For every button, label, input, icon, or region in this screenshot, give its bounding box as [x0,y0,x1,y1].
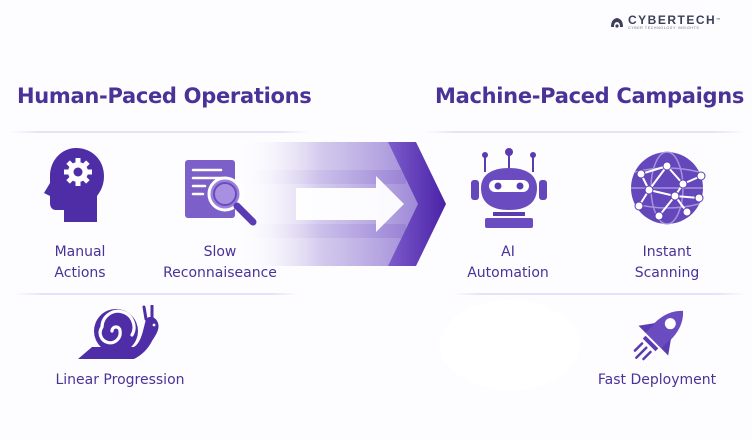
fast-deployment-item: Fast Deployment [597,372,717,388]
head-gear-icon [44,148,104,222]
right-title-divider [424,131,746,133]
right-panel-title: Machine-Paced Campaigns [435,84,745,108]
linear-progression-item: Linear Progression [55,372,185,388]
cybertech-logo-icon [611,17,623,28]
brand-name: CYBERTECH™ [628,13,722,27]
background-glow [440,300,580,390]
right-row-divider [452,293,746,295]
robot-icon [471,148,547,228]
right-arrow-chevron-icon [236,142,446,266]
snail-icon [78,305,159,359]
ai-automation-item: AI Automation [467,244,549,281]
instant-scanning-item: Instant Scanning [634,244,700,281]
brand-tagline: CYBER TECHNOLOGY INSIGHTS [628,26,700,30]
slow-reconnaissance-item: Slow Reconnaiseance [163,244,277,281]
manual-actions-item: Manual Actions [54,244,106,281]
rocket-icon [633,310,684,361]
left-panel-title: Human-Paced Operations [17,84,312,108]
document-magnifier-icon [185,160,257,226]
left-row-divider [14,293,300,295]
network-globe-icon [631,151,706,225]
left-title-divider [10,131,310,133]
brand-logo: CYBERTECH™ CYBER TECHNOLOGY INSIGHTS [610,14,722,31]
